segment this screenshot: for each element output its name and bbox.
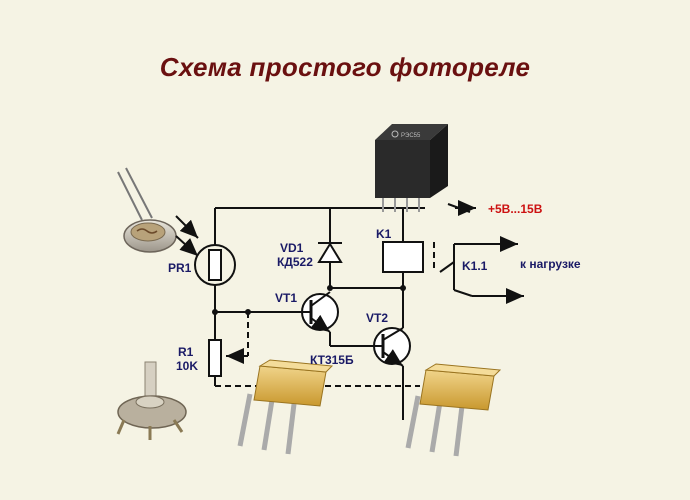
label-k1: K1: [376, 227, 392, 241]
label-vt1: VT1: [275, 291, 297, 305]
relay-photo: РЭС55: [375, 124, 448, 212]
vt2-transistor: [373, 327, 411, 420]
light-arrows: [175, 215, 199, 257]
pr1-photoresistor: [194, 208, 236, 312]
vd1-diode: [317, 208, 343, 288]
label-k11: K1.1: [462, 259, 488, 273]
node-dot: [400, 285, 406, 291]
relay-marking: РЭС55: [401, 133, 421, 139]
label-vd1-type: КД522: [277, 255, 313, 269]
label-r1: R1: [178, 345, 194, 359]
k11-contacts: [433, 236, 524, 304]
vt1-transistor: [301, 291, 374, 347]
label-vd1: VD1: [280, 241, 304, 255]
label-load: к нагрузке: [520, 257, 581, 271]
label-pr1: PR1: [168, 261, 192, 275]
diagram-title: Схема простого фотореле: [159, 52, 531, 82]
potentiometer-photo: [116, 361, 187, 440]
photoresistor-photo: [117, 167, 177, 253]
label-transistor-type: КТ315Б: [310, 353, 354, 367]
transistor-photo-right: [405, 363, 502, 457]
transistor-photo-left: [237, 359, 334, 455]
label-r1-value: 10K: [176, 359, 198, 373]
k1-relay-coil: [382, 208, 424, 328]
label-vt2: VT2: [366, 311, 388, 325]
label-supply: +5В...15В: [488, 202, 543, 216]
